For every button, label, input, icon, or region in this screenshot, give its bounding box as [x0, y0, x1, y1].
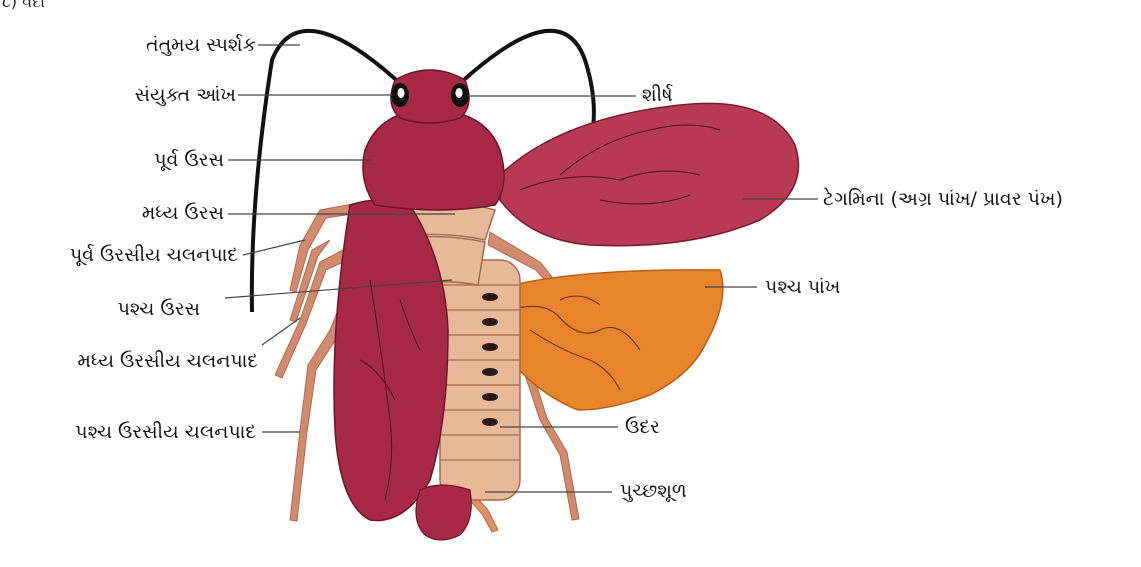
- label-antenna: તંતુમય સ્પર્શક: [146, 36, 256, 55]
- label-metathoracic-leg: પશ્ચ ઉરસીય ચલનપાદ: [75, 423, 256, 442]
- label-prothoracic-leg: પૂર્વ ઉરસીય ચલનપાદ: [70, 246, 238, 265]
- label-abdomen: ઉદર: [625, 418, 660, 437]
- abdomen: [440, 260, 520, 500]
- figure-caption: ૮) વંદો: [2, 0, 45, 12]
- label-mesothoracic-leg: મધ્ય ઉરસીય ચલનપાદ: [78, 352, 258, 371]
- label-prothorax: પૂર્વ ઉરસ: [154, 151, 224, 170]
- label-compound-eye: સંયુક્ત આંખ: [135, 86, 236, 105]
- label-metathorax: પશ્ચ ઉરસ: [118, 300, 200, 319]
- label-mesothorax: મધ્ય ઉરસ: [142, 204, 224, 223]
- label-anal-cerci: પુચ્છશૂળ: [620, 482, 687, 501]
- hind-wing: [488, 270, 723, 410]
- label-hind-wing: પશ્ચ પાંખ: [765, 278, 840, 297]
- prothorax: [363, 110, 504, 210]
- label-tegmina: ટેગમિના (અગ્ર પાંખ/ પ્રાવર પંખ): [823, 190, 1063, 209]
- right-antenna: [455, 31, 594, 135]
- tegmina-left: [334, 200, 448, 521]
- abdomen-tip: [416, 485, 471, 540]
- label-head: શીર્ષ: [642, 86, 673, 105]
- tegmina-right: [500, 103, 798, 245]
